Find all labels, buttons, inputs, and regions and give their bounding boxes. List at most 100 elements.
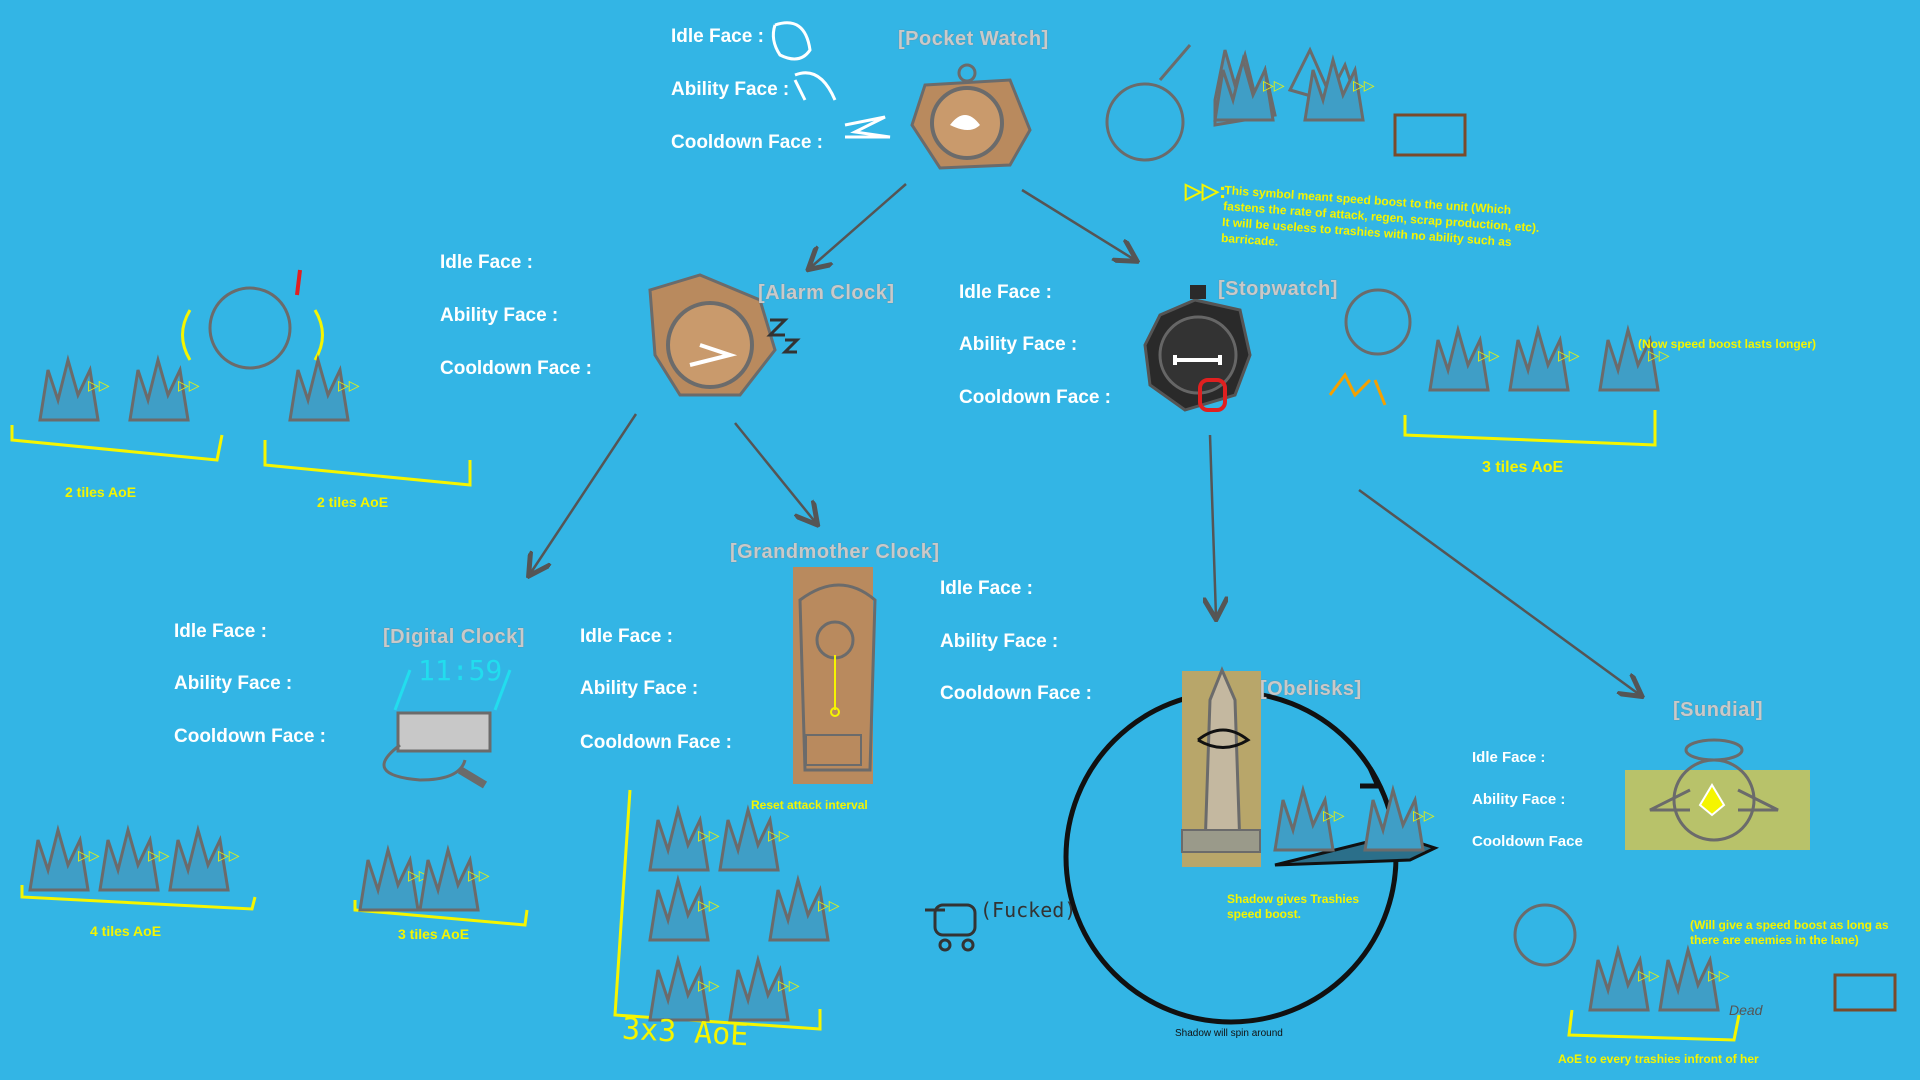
stopwatch-sketch (1328, 288, 1657, 447)
stopwatch-aoe-label: 3 tiles AoE (1482, 459, 1564, 476)
trashie-sketch (28, 824, 90, 892)
pocket-watch-idle-label: Idle Face : (671, 26, 764, 47)
grandmother-aoe-bracket (613, 789, 822, 1031)
obelisk-idle-label: Idle Face : (940, 578, 1033, 599)
trashie-sketch (728, 954, 790, 1022)
flow-arrows (530, 183, 1640, 695)
obelisk-ability-label: Ability Face : (940, 631, 1059, 652)
trashie-sketch (38, 354, 100, 422)
trashie-sketch (1363, 784, 1425, 852)
arrow-to-stopwatch (1021, 188, 1135, 260)
grandmother-aoe-label: 3x3 AoE (621, 1011, 750, 1054)
digital-clock-icon (382, 669, 512, 789)
trashie-sketch (1588, 944, 1650, 1012)
trashie-sketch (418, 844, 480, 912)
arrow-to-digital (530, 413, 638, 574)
alarm-idle-label: Idle Face : (440, 252, 533, 273)
sundial-aoe-note: AoE to every trashies infront of her (1558, 1052, 1759, 1066)
stopwatch-cooldown-label: Cooldown Face : (959, 387, 1111, 408)
speed-boost-icon: ▷▷ (1648, 347, 1670, 363)
digital-cooldown-label: Cooldown Face : (174, 726, 326, 747)
trashie-sketch (168, 824, 230, 892)
alarm-cooldown-label: Cooldown Face : (440, 358, 592, 379)
speed-boost-icon: ▷▷ (698, 827, 720, 843)
digital-clock-title: [Digital Clock] (383, 626, 525, 648)
speed-boost-icon: ▷▷ (1558, 347, 1580, 363)
reset-note: Reset attack interval (751, 798, 868, 812)
shadow-boost-note: Shadow gives Trashies speed boost. (1227, 892, 1360, 921)
fucked-note: (Fucked) (980, 898, 1077, 922)
arrow-to-alarm (810, 183, 907, 268)
sundial-icon (1625, 738, 1810, 850)
speed-boost-icon: ▷▷ (818, 897, 840, 913)
pocket-watch-ability-label: Ability Face : (671, 79, 790, 100)
digital-aoe-label-b: 3 tiles AoE (398, 926, 470, 942)
sundial-cooldown-label: Cooldown Face (1472, 833, 1583, 850)
speed-boost-icon: ▷▷ (1478, 347, 1500, 363)
speed-boost-icon: ▷▷ (88, 377, 110, 393)
grandmother-idle-label: Idle Face : (580, 626, 673, 647)
pocket-watch-icon (910, 63, 1032, 170)
trashie-sketch (1303, 54, 1365, 122)
trashie-sketch (1273, 784, 1335, 852)
pocket-watch-cooldown-label: Cooldown Face : (671, 132, 823, 153)
speed-boost-icon: ▷▷ (1413, 807, 1435, 823)
stopwatch-note: (Now speed boost lasts longer) (1638, 337, 1817, 351)
stopwatch-icon (1143, 285, 1252, 412)
grandmother-ability-label: Ability Face : (580, 678, 699, 699)
trashie-sketch (98, 824, 160, 892)
arrow-to-obelisks (1210, 434, 1216, 617)
rotation-arrowhead-icon (1360, 766, 1382, 789)
pocket-watch-face-icons (771, 21, 891, 139)
alarm-ability-label: Ability Face : (440, 305, 559, 326)
alarm-aoe-label-b: 2 tiles AoE (317, 494, 389, 510)
dead-note: Dead (1729, 1002, 1763, 1018)
speed-boost-icon: ▷▷ (768, 827, 790, 843)
grandmother-cooldown-label: Cooldown Face : (580, 732, 732, 753)
trashie-sketch (718, 804, 780, 872)
speed-boost-icon: ▷▷ (218, 847, 240, 863)
sundial-ability-label: Ability Face : (1472, 791, 1566, 808)
alarm-aoe-label-a: 2 tiles AoE (65, 484, 137, 500)
alarm-clock-title: [Alarm Clock] (758, 282, 895, 304)
speed-boost-icon: ▷▷ (1353, 77, 1375, 93)
trashie-sketch (648, 804, 710, 872)
pocket-watch-title: [Pocket Watch] (898, 28, 1049, 50)
speed-boost-symbol-icon: ▷▷: (1185, 178, 1227, 203)
obelisk-icon (1181, 666, 1261, 867)
trashie-sketch (1213, 54, 1275, 122)
trashie-sketch (768, 874, 830, 942)
speed-boost-icon: ▷▷ (338, 377, 360, 393)
trashie-sketch (1658, 944, 1720, 1012)
sundial-idle-label: Idle Face : (1472, 749, 1546, 766)
stopwatch-idle-label: Idle Face : (959, 282, 1052, 303)
alarm-clock-icon (648, 273, 801, 397)
obelisk-cooldown-label: Cooldown Face : (940, 683, 1092, 704)
grandmother-clock-title: [Grandmother Clock] (730, 541, 940, 563)
trashie-sketch (288, 354, 350, 422)
trashie-sketch (648, 874, 710, 942)
speed-boost-icon: ▷▷ (1708, 967, 1730, 983)
trashie-sketch (1428, 324, 1490, 392)
speed-boost-icon: ▷▷ (1263, 77, 1285, 93)
pocket-watch-sketch (1105, 44, 1467, 162)
digital-idle-label: Idle Face : (174, 621, 267, 642)
speed-boost-icon: ▷▷ (778, 977, 800, 993)
arrow-to-sundial (1358, 488, 1640, 695)
speed-boost-icon: ▷▷ (1638, 967, 1660, 983)
stopwatch-title: [Stopwatch] (1218, 278, 1338, 300)
digital-aoe-brackets (20, 885, 529, 927)
digital-ability-label: Ability Face : (174, 673, 293, 694)
sundial-title: [Sundial] (1673, 699, 1764, 721)
alarm-clock-sketch (10, 269, 472, 487)
speed-boost-icon: ▷▷ (78, 847, 100, 863)
digital-clock-display: 11:59 (418, 654, 503, 687)
obelisks-title: [Obelisks] (1260, 678, 1362, 700)
grandmother-clock-icon (793, 567, 877, 784)
trashie-sketch (1508, 324, 1570, 392)
stopwatch-ability-label: Ability Face : (959, 334, 1078, 355)
broken-robot-icon (925, 903, 977, 952)
speed-boost-icon: ▷▷ (178, 377, 200, 393)
arrow-to-grandmother (734, 422, 816, 523)
